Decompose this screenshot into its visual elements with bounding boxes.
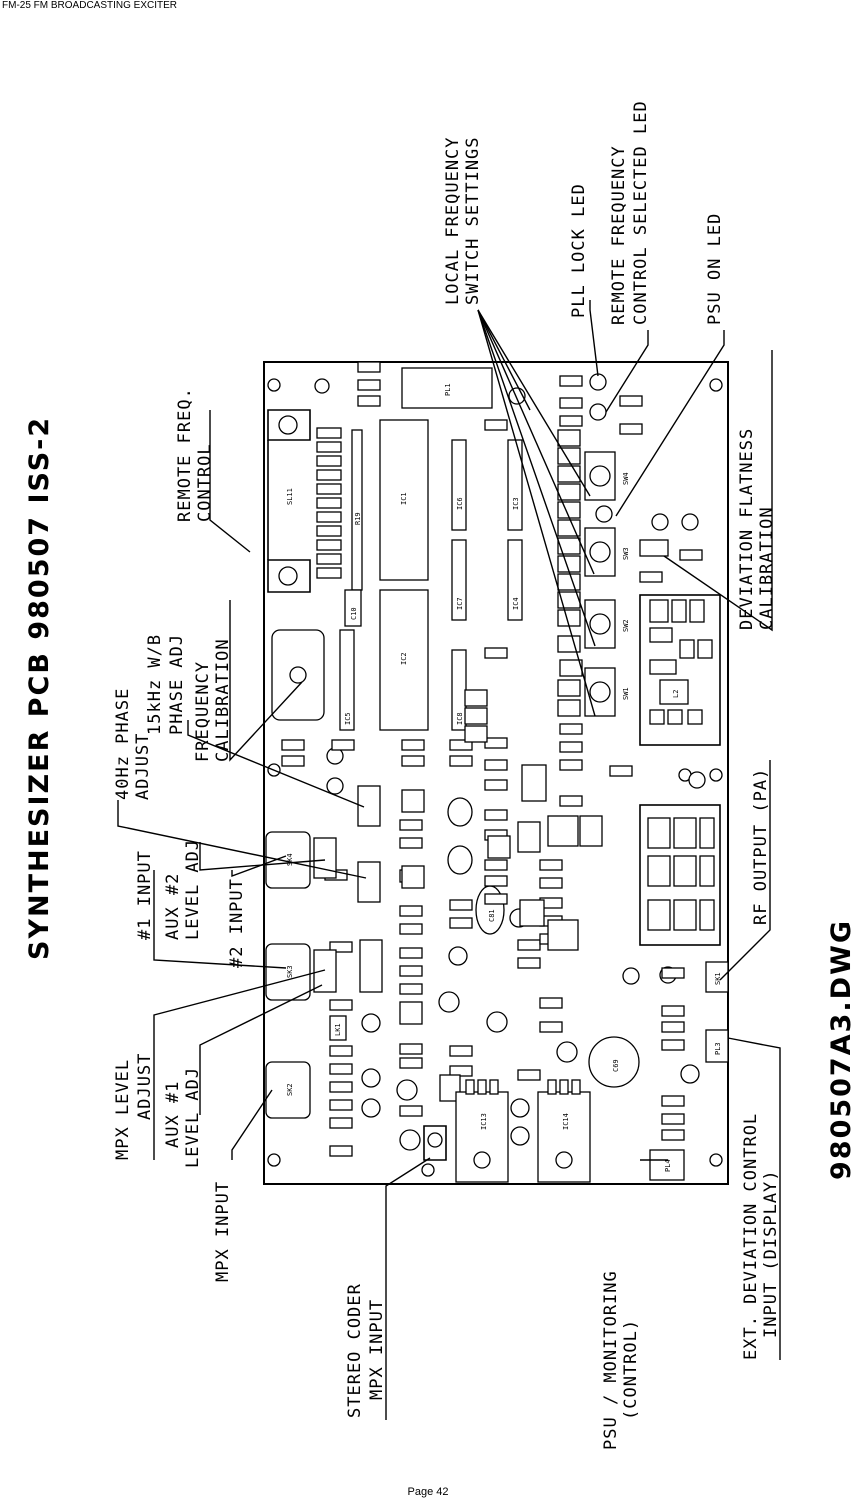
input2-label: #2 INPUT (227, 878, 247, 968)
mpx-level-adjust-label-2: ADJUST (135, 1053, 155, 1120)
rotary-switches (584, 451, 616, 717)
pl1-label: PL1 (444, 383, 452, 396)
phase15-label-2: PHASE ADJ (167, 634, 187, 735)
ic13-label: IC13 (480, 1113, 488, 1130)
ic1-label: IC1 (400, 492, 408, 505)
remote-led-label-2: CONTROL SELECTED LED (631, 100, 651, 325)
c69-label: C69 (612, 1059, 620, 1072)
input-sockets (265, 831, 337, 1119)
psu-monitoring-label-1: PSU / MONITORING (601, 1270, 621, 1450)
sl11-label: SL11 (286, 488, 294, 505)
phase40-label-1: 40Hz PHASE (113, 688, 133, 800)
sw1-label: SW1 (622, 687, 630, 700)
page-number: Page 42 (407, 1486, 449, 1498)
aux1-label-1: AUX #1 (163, 1081, 183, 1148)
stereo-coder-label-2: MPX INPUT (367, 1299, 387, 1400)
pll-lock-led-label: PLL LOCK LED (569, 183, 589, 318)
document-header: FM-25 FM BROADCASTING EXCITER (2, 0, 178, 11)
vco-section (639, 594, 721, 746)
r19-resistor (351, 429, 363, 591)
pl3-label: PL3 (714, 1042, 722, 1055)
mpx-level-adjust-label-1: MPX LEVEL (113, 1059, 133, 1160)
aux1-label-2: LEVEL ADJ (183, 1067, 203, 1168)
remote-freq-label-1: REMOTE FREQ. (175, 387, 195, 522)
r19-label: R19 (354, 512, 362, 525)
dev-flatness-label-2: CALIBRATION (757, 506, 777, 630)
ic3-label: IC3 (512, 497, 520, 510)
sk2-label: SK2 (286, 1083, 294, 1096)
stereo-coder-socket (423, 1125, 447, 1161)
resistor-array-top (316, 361, 381, 579)
dev-flatness-label-1: DEVIATION FLATNESS (737, 428, 757, 630)
ext-dev-label-1: EXT. DEVIATION CONTROL (741, 1113, 761, 1360)
remote-led-label-1: REMOTE FREQUENCY (609, 145, 629, 325)
ic14-label: IC14 (562, 1113, 570, 1130)
rf-output-label: RF OUTPUT (PA) (751, 768, 771, 925)
local-frequency-dip-switches (557, 429, 581, 717)
l2-label: L2 (672, 690, 680, 698)
ic2-chip (379, 589, 429, 731)
pl1-header (401, 367, 493, 409)
ic7-chip (451, 539, 467, 621)
ic5-label: IC5 (344, 712, 352, 725)
lk1-label: LK1 (334, 1023, 342, 1036)
aux2-label-2: LEVEL ADJ (183, 839, 203, 940)
ic5-chip (339, 629, 355, 731)
sw2-label: SW2 (622, 619, 630, 632)
local-freq-label-1: LOCAL FREQUENCY (443, 136, 463, 305)
sk1-rf-socket (705, 961, 729, 993)
ic8-label: IC8 (456, 712, 464, 725)
input1-label: #1 INPUT (135, 850, 155, 940)
ic4-label: IC4 (512, 597, 520, 610)
lk1-link (329, 1015, 347, 1041)
local-freq-label-2: SWITCH SETTINGS (463, 136, 483, 305)
c10-label: C10 (350, 607, 358, 620)
stereo-coder-label-1: STEREO CODER (345, 1283, 365, 1418)
ics-middle (399, 659, 603, 1102)
ic6-chip (451, 439, 467, 531)
tcxo-oscillator (271, 629, 325, 721)
freq-cal-label-2: CALIBRATION (213, 638, 233, 762)
status-leds (589, 373, 699, 531)
phase40-label-2: ADJUST (133, 733, 153, 800)
c10-capacitor (344, 589, 362, 627)
ic4-chip (507, 539, 523, 621)
phase15-label-1: 15kHz W/B (145, 634, 165, 735)
drawing-id: 980507A3.DWG (826, 919, 856, 1180)
remote-freq-connector: SL11 (267, 409, 311, 593)
ext-dev-label-2: INPUT (DISPLAY) (761, 1169, 781, 1338)
freq-cal-label-1: FREQUENCY (193, 661, 213, 762)
callout-leaders (117, 300, 781, 1420)
pl3-header (705, 1029, 729, 1063)
remote-freq-label-2: CONTROL (195, 443, 215, 522)
pl4-header (649, 1149, 685, 1181)
c81-label: C81 (488, 909, 496, 922)
mounting-holes (267, 378, 723, 1177)
sw4-label: SW4 (622, 472, 630, 485)
psu-on-led-label: PSU ON LED (705, 213, 725, 325)
sk3-label: SK3 (286, 965, 294, 978)
ic1-chip (379, 419, 429, 581)
mpx-input-label: MPX INPUT (213, 1181, 233, 1282)
c69-capacitor (588, 1036, 640, 1088)
ic7-label: IC7 (456, 597, 464, 610)
rf-output-section (639, 804, 721, 946)
callout-texts: MPX LEVEL ADJUST AUX #1 LEVEL ADJ MPX IN… (113, 100, 781, 1450)
trimmer-potentiometers (357, 785, 383, 993)
voltage-regulators (455, 1079, 591, 1183)
ic2-label: IC2 (400, 652, 408, 665)
sw3-label: SW3 (622, 547, 630, 560)
pl4-label: PL4 (664, 1159, 672, 1172)
psu-monitoring-label-2: (CONTROL) (621, 1319, 641, 1420)
ic6-label: IC6 (456, 497, 464, 510)
aux2-label-1: AUX #2 (163, 873, 183, 940)
sk1-label: SK1 (714, 972, 722, 985)
diagram-title: SYNTHESIZER PCB 980507 ISS-2 (24, 416, 55, 960)
sk4-label: SK4 (286, 853, 294, 866)
